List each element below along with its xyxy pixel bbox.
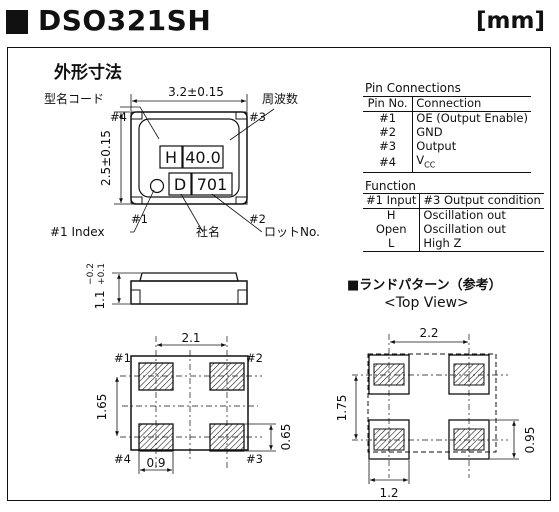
table-cell: Oscillation out xyxy=(423,208,506,223)
table-cell: Output xyxy=(416,139,457,154)
table-row: L High Z xyxy=(363,237,544,252)
marking-h-box xyxy=(159,145,183,169)
page-title: DSO321SH xyxy=(38,4,212,37)
table-row: #2 GND xyxy=(363,126,531,140)
land-pitch-x: 2.2 xyxy=(419,326,438,340)
package-outline xyxy=(130,111,248,205)
marking-d: D xyxy=(174,175,186,194)
vcc-subscript: CC xyxy=(424,160,436,170)
pin-label-3: #3 xyxy=(249,110,266,124)
side-tol-plus: +0.1 xyxy=(97,263,107,285)
function-table: #1 Input #3 Output condition H Oscillati… xyxy=(363,193,544,252)
package-lid xyxy=(138,118,240,198)
table-cell: #4 xyxy=(363,154,414,173)
table-row: #1 Input #3 Output condition xyxy=(363,193,544,209)
side-lid xyxy=(139,272,239,282)
table-header-cell: Connection xyxy=(412,96,531,112)
table-cell: #3 xyxy=(363,140,414,154)
land-outline xyxy=(367,353,497,453)
table-cell: #2 xyxy=(363,126,414,140)
table-cell: Open xyxy=(363,223,421,237)
side-height-label: 1.1 xyxy=(93,290,107,309)
table-cell: OE (Output Enable) xyxy=(416,111,528,126)
table-row: Open Oscillation out xyxy=(363,223,544,237)
pin-label-2: #2 xyxy=(249,212,266,226)
width-dimension-label: 3.2±0.15 xyxy=(168,85,224,99)
side-tol-minus: −0.2 xyxy=(86,263,96,285)
title-square-icon xyxy=(6,10,28,34)
marking-lot: 701 xyxy=(197,175,228,194)
table-cell: Oscillation out xyxy=(423,222,506,237)
table-row: #1 OE (Output Enable) xyxy=(363,111,531,126)
table-header-cell: #1 Input xyxy=(363,193,421,209)
section-title: 外形寸法 xyxy=(54,62,122,83)
table-cell: GND xyxy=(416,125,443,140)
height-dimension-label: 2.5±0.15 xyxy=(99,130,113,186)
marking-lot-box xyxy=(191,172,233,196)
bottom-outline xyxy=(130,355,249,451)
land-pad-height: 0.95 xyxy=(523,427,537,454)
corner-pads xyxy=(130,111,248,205)
label-lot: ロットNo. xyxy=(264,225,320,239)
marking-d-box xyxy=(168,172,192,196)
land-pattern-title: ■ランドパターン（参考） xyxy=(347,278,502,293)
land-pad-width: 1.2 xyxy=(379,486,398,500)
top-view xyxy=(114,94,275,233)
bottom-pin-1: #1 xyxy=(114,351,131,365)
index-dot xyxy=(149,178,165,194)
table-header-cell: Pin No. xyxy=(363,96,414,112)
table-cell: L xyxy=(363,237,421,252)
land-pitch-y: 1.75 xyxy=(335,395,349,422)
unit-label: [mm] xyxy=(476,8,545,34)
table-row: #3 Output xyxy=(363,140,531,154)
pin-label-1: #1 xyxy=(131,212,148,226)
pin-connections-caption: Pin Connections xyxy=(365,81,461,95)
pin-label-4: #4 xyxy=(110,110,127,124)
pin-connections-table: Pin No. Connection #1 OE (Output Enable)… xyxy=(363,96,531,173)
drawing-frame xyxy=(7,47,551,501)
bottom-pin-4: #4 xyxy=(114,452,131,466)
bottom-view xyxy=(115,336,276,474)
label-index: #1 Index xyxy=(50,225,105,239)
side-view xyxy=(112,272,248,305)
table-cell: #1 xyxy=(363,111,414,126)
label-company: 社名 xyxy=(196,224,220,239)
vcc-label: V xyxy=(416,153,425,167)
label-model-code: 型名コード xyxy=(44,91,104,106)
table-row: H Oscillation out xyxy=(363,208,544,223)
land-pattern-subtitle: <Top View> xyxy=(384,295,469,311)
table-row: #4 VCC xyxy=(363,153,531,173)
function-caption: Function xyxy=(365,179,417,193)
marking-h: H xyxy=(165,148,177,167)
marking-freq: 40.0 xyxy=(185,148,221,167)
bottom-pin-3: #3 xyxy=(246,452,263,466)
table-cell: VCC xyxy=(412,153,531,173)
label-frequency: 周波数 xyxy=(262,91,298,106)
marking-freq-box xyxy=(182,145,224,169)
bottom-pad-width: 0.9 xyxy=(146,456,165,470)
bottom-pad-2 xyxy=(209,362,245,391)
side-body xyxy=(130,280,248,305)
table-cell: H xyxy=(363,208,421,223)
land-pattern-view xyxy=(352,334,519,484)
bottom-pitch-x: 2.1 xyxy=(181,331,200,345)
table-header-cell: #3 Output condition xyxy=(419,193,544,209)
table-cell: High Z xyxy=(419,237,544,252)
bottom-pitch-y: 1.65 xyxy=(95,394,109,421)
bottom-pad-height: 0.65 xyxy=(279,424,293,451)
bottom-pin-2: #2 xyxy=(246,351,263,365)
table-row: Pin No. Connection xyxy=(363,96,531,112)
